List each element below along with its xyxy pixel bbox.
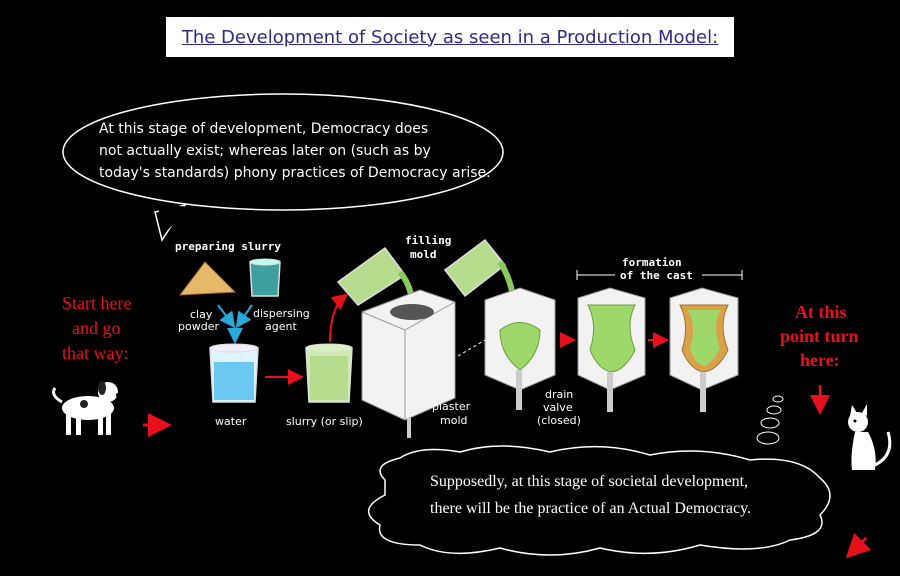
label-valve: valve (543, 401, 573, 414)
label-filling: filling (405, 234, 451, 247)
thought-trail (756, 395, 784, 445)
speech-line-3: today's standards) phony practices of De… (99, 165, 491, 181)
label-closed: (closed) (537, 414, 581, 427)
start-line-1: Start here (62, 293, 131, 313)
speech-line-2: not actually exist; whereas later on (su… (99, 143, 431, 159)
blue-arrow-right (235, 304, 253, 329)
label-mold: mold (410, 248, 437, 261)
cast-mold-2-icon (669, 287, 739, 412)
label-formation: formation (622, 256, 682, 269)
cast-mold-1-icon (577, 287, 646, 412)
cutaway-mold-filling-icon (457, 287, 556, 410)
start-line-2: and go (72, 318, 121, 338)
blue-arrow-left (217, 304, 236, 329)
title-banner: The Development of Society as seen in a … (166, 17, 734, 57)
thought-cloud: Supposedly, at this stage of societal de… (368, 445, 831, 556)
label-of-the-cast: of the cast (620, 269, 693, 282)
water-beaker-icon (209, 343, 259, 403)
label-plaster-mold: mold (440, 414, 467, 427)
clay-powder-icon (178, 261, 237, 296)
speech-line-1: At this stage of development, Democracy … (99, 121, 428, 137)
start-line-3: that way: (62, 343, 128, 363)
turn-line-1: At this (795, 302, 847, 322)
turn-line-3: here: (800, 350, 840, 370)
exit-arrow (845, 532, 872, 559)
thought-line-2: there will be the practice of an Actual … (430, 500, 751, 517)
label-powder: powder (178, 320, 219, 333)
cat-icon (848, 404, 892, 470)
dog-icon (52, 381, 120, 435)
thought-line-1: Supposedly, at this stage of societal de… (430, 473, 748, 490)
label-clay: clay (190, 308, 213, 321)
label-drain: drain (545, 388, 573, 401)
turn-line-2: point turn (780, 326, 859, 346)
label-water: water (215, 415, 247, 428)
slurry-beaker-icon (305, 343, 353, 403)
red-arrow-slurry-up (329, 293, 349, 343)
page-title: The Development of Society as seen in a … (181, 26, 719, 48)
label-dispersing: dispersing (253, 307, 310, 320)
label-plaster: plaster (432, 400, 471, 413)
speech-bubble: At this stage of development, Democracy … (62, 93, 504, 242)
plaster-mold-1-icon (361, 289, 456, 438)
label-agent: agent (265, 320, 297, 333)
dispersing-agent-beaker-icon (249, 258, 281, 297)
label-slurry: slurry (or slip) (286, 415, 363, 428)
label-preparing-slurry: preparing slurry (175, 240, 281, 253)
